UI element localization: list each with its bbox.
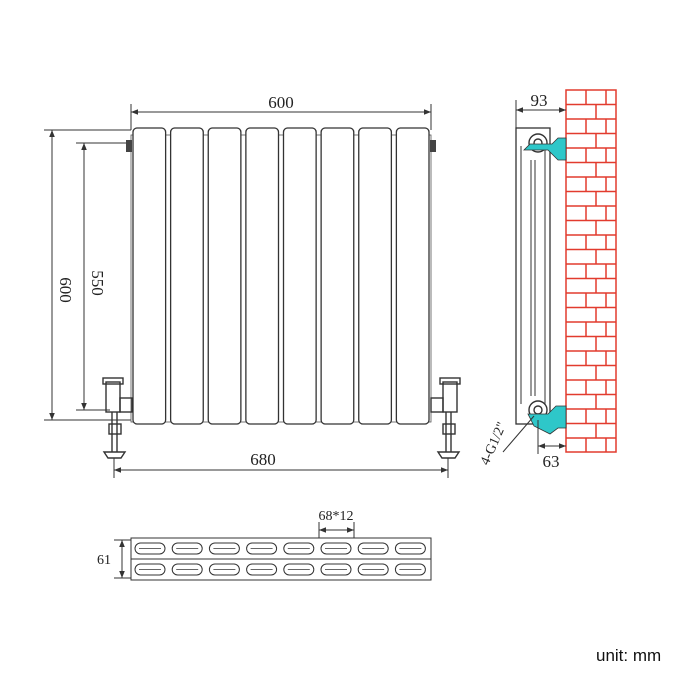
top-depth-label: 61 (97, 553, 111, 568)
top-bracket (523, 137, 567, 161)
radiator-panel (245, 127, 280, 425)
radiator-panel (358, 127, 393, 425)
top-depth-dimension: 61 (97, 539, 131, 579)
brick-wall (565, 89, 617, 453)
width-dimension: 600 (130, 93, 432, 130)
width-label: 600 (268, 93, 294, 112)
unit-label: unit: mm (596, 646, 661, 665)
pipe-centers-dimension: 680 (113, 450, 449, 478)
right-valve (430, 377, 461, 459)
height-inner-dimension: 550 (76, 142, 135, 411)
radiator-panel (207, 127, 242, 425)
height-inner-label: 550 (88, 270, 107, 296)
top-right-header (430, 140, 436, 152)
pipe-centers-label: 680 (250, 450, 276, 469)
depth-label: 93 (531, 91, 548, 110)
tube-label: 68*12 (319, 509, 354, 524)
radiator-side (515, 127, 567, 435)
top-connection-icon (528, 133, 548, 153)
radiator-front (126, 127, 436, 425)
radiator-panel (169, 127, 204, 425)
radiator-panel (320, 127, 355, 425)
front-view: 600 600 550 (44, 93, 461, 478)
depth-dimension: 93 (515, 91, 566, 128)
top-view: 68*12 61 (97, 509, 432, 581)
wall-offset-label: 63 (543, 452, 560, 471)
wall-offset-dimension: 63 (537, 420, 566, 471)
left-valve (102, 377, 133, 459)
radiator-panel (132, 127, 167, 425)
height-outer-dimension: 600 (44, 129, 131, 421)
brick-pattern (566, 90, 616, 452)
connection-label: 4-G1/2" (478, 420, 510, 468)
radiator-panel (282, 127, 317, 425)
top-left-header (126, 140, 132, 152)
radiator-panel (395, 127, 430, 425)
height-outer-label: 600 (56, 277, 75, 303)
top-view-body (130, 537, 432, 581)
side-view: 93 4-G1/2" 63 (478, 89, 617, 471)
